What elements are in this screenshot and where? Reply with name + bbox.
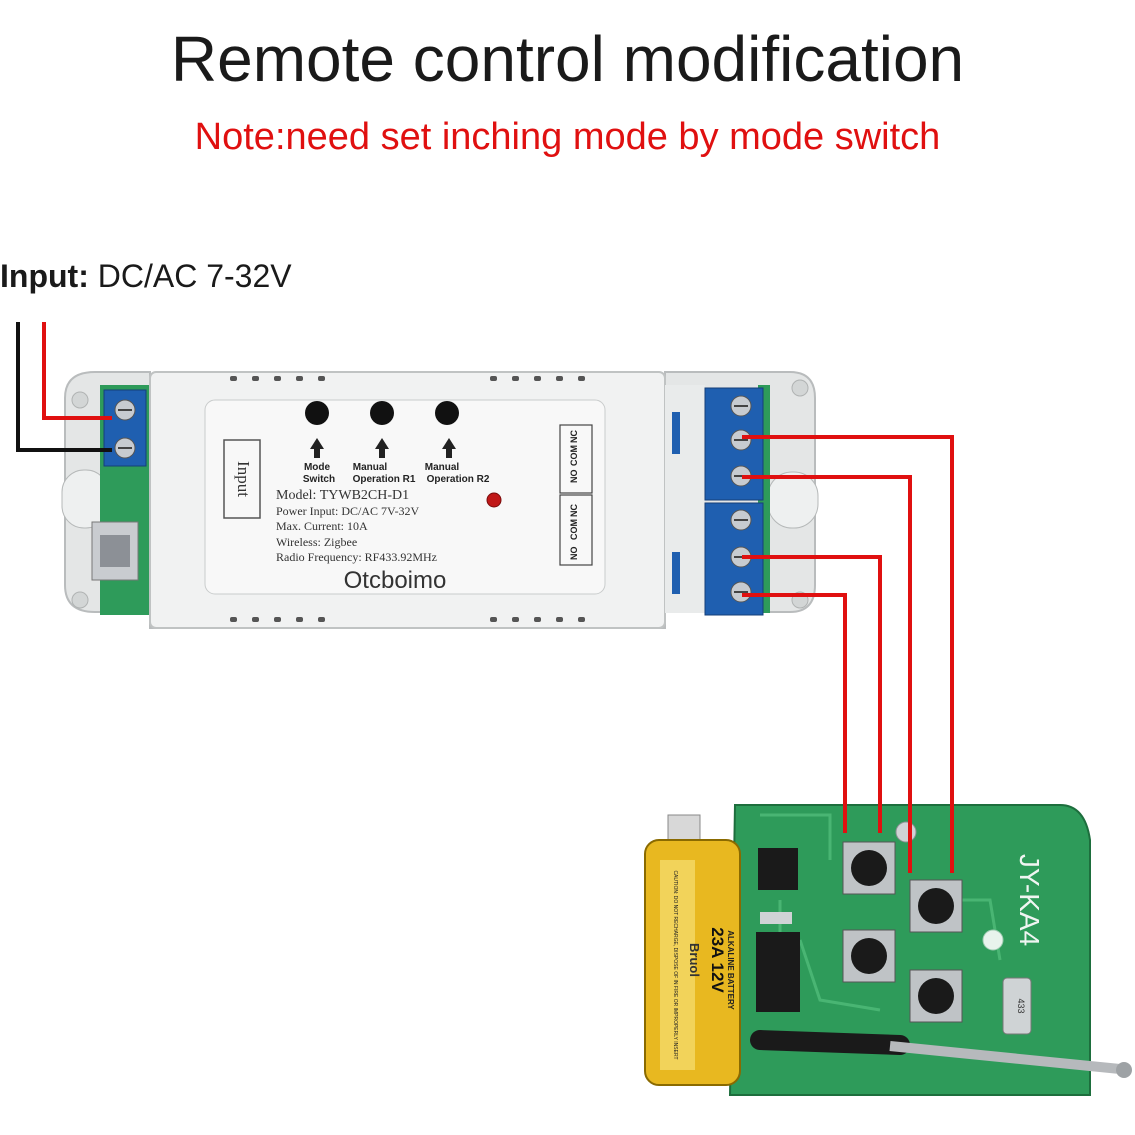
wire-r1-no (742, 475, 912, 873)
radio-frequency-text: Radio Frequency: RF433.92MHz (276, 550, 437, 564)
terminal-label-no-1: NO (569, 470, 579, 484)
wire-r2-com (742, 555, 882, 833)
arrow-up-icon (310, 438, 456, 458)
battery-model: 23A 12V (708, 927, 727, 993)
antenna (750, 1030, 1132, 1078)
label-panel (204, 399, 606, 595)
status-led-icon (486, 492, 502, 508)
solder-pad-icon (895, 821, 917, 843)
push-button[interactable] (842, 929, 896, 983)
manual-r2-label-2: Operation R2 (427, 474, 490, 485)
terminal-label-com-1: COM (569, 445, 579, 466)
mount-slot-icon (767, 471, 819, 529)
wireless-text: Wireless: Zigbee (276, 535, 357, 549)
battery-brand: Bruol (687, 943, 702, 977)
remote-pcb (728, 804, 1091, 1096)
screw-icon (730, 395, 752, 603)
crystal-oscillator (1002, 977, 1032, 1035)
right-pcb-area (665, 385, 705, 613)
manual-r2-label-1: Manual (425, 462, 460, 473)
input-tag-text: Input (234, 461, 253, 497)
mount-hole-icon (791, 379, 809, 397)
terminal-label-com-2: COM (569, 519, 579, 540)
manual-r1-label-1: Manual (353, 462, 388, 473)
model-text: Model: TYWB2CH-D1 (276, 488, 409, 503)
relay-module: Input Mode Switch Manual Operation R1 Ma… (61, 371, 819, 629)
terminal-label-box-bottom (559, 494, 593, 566)
battery-type: ALKALINE BATTERY (726, 930, 735, 1010)
board-label: JY-KA4 (1014, 854, 1045, 946)
wires (16, 322, 954, 873)
side-blue-slot (672, 412, 680, 454)
terminal-label-nc-2: NC (569, 504, 579, 517)
mode-switch-label-1: Mode (304, 462, 331, 473)
push-button[interactable] (909, 969, 963, 1023)
terminal-label-box-top (559, 424, 593, 494)
terminal-label-no-2: NO (569, 547, 579, 561)
input-wire-black (16, 322, 112, 452)
crystal-label: 433 (1016, 998, 1026, 1013)
input-label: Input: (0, 258, 89, 294)
mode-switch-button[interactable] (305, 401, 329, 425)
board-hole-icon (982, 929, 1004, 951)
battery-warning: CAUTION: DO NOT RECHARGE, DISPOSE OF IN … (672, 870, 678, 1059)
resistor (760, 912, 792, 924)
push-button[interactable] (842, 841, 896, 895)
manual-r1-button[interactable] (370, 401, 394, 425)
manual-r2-button[interactable] (435, 401, 459, 425)
terminal-label-nc-1: NC (569, 430, 579, 443)
vent-slots (230, 376, 585, 622)
input-tag-box (223, 439, 261, 519)
wire-r2-no (742, 593, 847, 833)
wire-r1-com (742, 435, 954, 873)
page-title: Remote control modification (170, 23, 965, 95)
side-blue-slot (672, 552, 680, 594)
input-spec-label: Input: DC/AC 7-32V (0, 258, 292, 295)
brand-text: Otcboimo (344, 567, 447, 594)
remote-board: 433 JY-KA4 Bruol 23A 12V ALKALINE BATTER… (644, 804, 1132, 1096)
battery: Bruol 23A 12V ALKALINE BATTERY CAUTION: … (644, 814, 741, 1086)
input-wire-red (42, 322, 112, 420)
mount-hole-icon (71, 591, 89, 609)
mode-switch-label-2: Switch (303, 474, 335, 485)
power-input-text: Power Input: DC/AC 7V-32V (276, 504, 420, 518)
push-button[interactable] (909, 879, 963, 933)
mount-hole-icon (71, 391, 89, 409)
ic-chip (756, 932, 800, 1012)
max-current-text: Max. Current: 10A (276, 519, 368, 533)
ic-chip (758, 848, 798, 890)
input-value: DC/AC 7-32V (97, 258, 292, 294)
manual-r1-label-2: Operation R1 (353, 474, 416, 485)
inching-mode-note: Note:need set inching mode by mode switc… (194, 116, 941, 158)
